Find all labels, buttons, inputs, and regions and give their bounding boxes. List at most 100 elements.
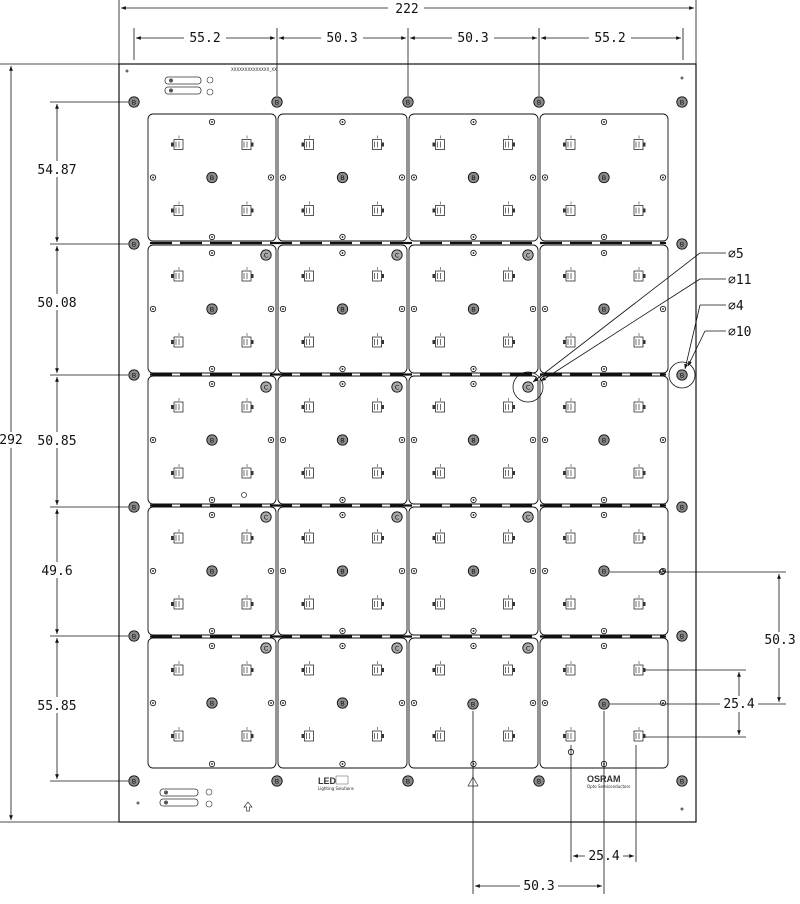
screw-hole: [410, 699, 418, 707]
screw-hole: [339, 760, 346, 768]
screw-hole: [541, 174, 549, 181]
screw-hole: [659, 436, 667, 444]
svg-text:Lighting Solutions: Lighting Solutions: [318, 786, 354, 791]
mount-hole-b-label: B: [132, 777, 136, 785]
mount-hole-b: B: [128, 630, 140, 642]
left-dim-1: 54.87: [37, 163, 76, 178]
mount-hole-b-label: B: [275, 98, 279, 106]
center-hole-b: B: [336, 697, 349, 709]
mount-hole-b-label: B: [680, 632, 684, 640]
left-dim-3: 50.85: [37, 434, 76, 449]
screw-hole: [339, 233, 346, 241]
bottom-pitch-dimensions: 25.4 50.3: [472, 711, 637, 894]
led-pad: [563, 464, 576, 479]
led-module: B: [408, 244, 539, 374]
screw-hole: [410, 174, 418, 181]
mount-hole-c: C: [391, 642, 403, 654]
screw-hole: [208, 627, 216, 635]
mount-hole-b: B: [402, 96, 414, 108]
led-pad: [372, 333, 384, 348]
led-module: B: [277, 506, 408, 636]
center-hole-b-label: B: [340, 699, 344, 707]
mount-hole-c: C: [391, 381, 403, 393]
led-pad: [503, 595, 515, 610]
mount-hole-c: C: [522, 249, 534, 261]
screw-hole: [339, 511, 346, 519]
mount-hole-c: C: [260, 642, 272, 654]
overall-width-label: 222: [395, 2, 418, 17]
led-pad: [241, 398, 254, 413]
screw-hole: [398, 436, 406, 444]
led-pad: [563, 333, 576, 348]
led-pad: [563, 727, 576, 742]
mount-hole-c: C: [522, 381, 534, 393]
screw-hole: [600, 365, 608, 373]
center-hole-b: B: [206, 303, 218, 315]
screw-hole: [470, 496, 477, 504]
screw-hole: [541, 305, 549, 313]
led-pad: [301, 661, 314, 676]
screw-hole: [470, 642, 477, 650]
mount-hole-c-label: C: [264, 251, 269, 259]
left-dim-2: 50.08: [37, 296, 76, 311]
mount-hole-c-label: C: [395, 251, 400, 259]
right-subpitch-label: 25.4: [723, 697, 754, 712]
hole-callouts: ∅5 ∅11 ∅4 ∅10: [512, 247, 751, 403]
screw-hole: [267, 174, 275, 181]
screw-hole: [208, 760, 216, 768]
led-pad: [372, 464, 384, 479]
led-pad: [372, 135, 384, 150]
led-pad: [241, 595, 254, 610]
led-pad: [563, 595, 576, 610]
led-module: B: [277, 375, 408, 505]
led-pad: [432, 464, 445, 479]
led-pad: [633, 398, 646, 413]
screw-hole: [600, 642, 608, 650]
mount-hole-c-label: C: [264, 383, 269, 391]
led-pad: [372, 595, 384, 610]
screw-hole: [208, 365, 216, 373]
bottom-connector: [159, 788, 213, 808]
screw-hole: [659, 699, 667, 707]
led-pad: [171, 661, 184, 676]
callout-d5: ∅5: [728, 247, 744, 262]
screw-hole: [339, 627, 346, 635]
led-pad: [432, 727, 445, 742]
mount-hole-b: B: [676, 775, 688, 787]
screw-hole: [208, 380, 216, 388]
top-dim-3: 50.3: [457, 31, 488, 46]
mount-hole-c-label: C: [395, 644, 400, 652]
screw-hole: [149, 567, 157, 575]
led-pad: [503, 267, 515, 282]
led-pad: [432, 135, 445, 150]
center-hole-b: B: [598, 565, 610, 577]
led-pad: [503, 727, 515, 742]
center-hole-b-label: B: [471, 700, 475, 708]
center-hole-b-label: B: [210, 567, 214, 575]
led-module: B: [147, 113, 277, 242]
led-pad: [633, 595, 646, 610]
screw-hole: [149, 174, 157, 181]
mount-hole-b: B: [676, 238, 688, 250]
screw-hole: [541, 699, 549, 707]
led-pad: [301, 529, 314, 544]
fiducial-tl: [125, 69, 129, 73]
screw-hole: [339, 365, 346, 373]
screw-hole: [208, 249, 216, 257]
led-pad: [301, 333, 314, 348]
led-pad: [301, 201, 314, 216]
led-pad: [372, 201, 384, 216]
mount-hole-b: B: [676, 369, 688, 381]
mount-hole-c-label: C: [526, 644, 531, 652]
led-pad: [432, 529, 445, 544]
center-hole-b-label: B: [340, 174, 344, 182]
screw-hole: [398, 305, 406, 313]
led-pad: [432, 333, 445, 348]
led-pad: [432, 201, 445, 216]
led-pad: [503, 135, 515, 150]
center-hole-b: B: [206, 434, 218, 446]
mount-hole-b-label: B: [406, 777, 410, 785]
mount-hole-c: C: [260, 249, 272, 261]
center-hole-b: B: [598, 171, 610, 184]
